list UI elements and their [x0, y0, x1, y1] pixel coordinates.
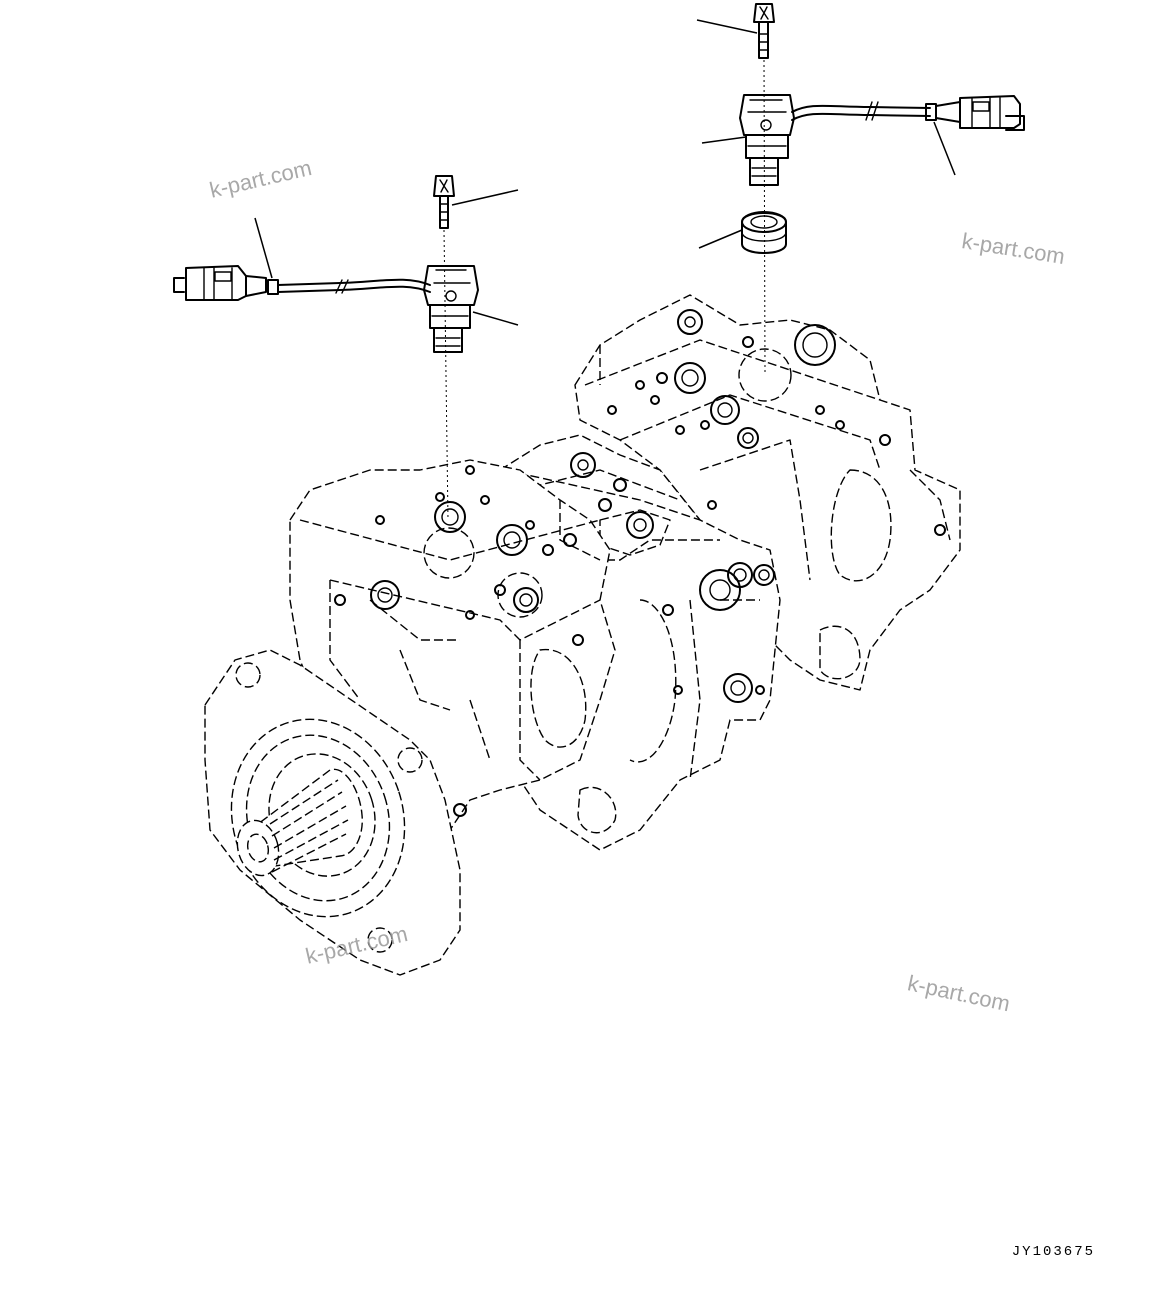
right-sensor-assembly	[696, 3, 1025, 373]
right-bolt-leader	[696, 19, 758, 34]
spacer-leader	[698, 229, 743, 249]
left-pressure-sensor	[423, 265, 479, 353]
hydraulic-pump-body	[204, 294, 961, 976]
left-sensor-harness	[173, 265, 431, 301]
spacer-ring	[741, 211, 787, 254]
left-sensor-leader	[472, 311, 519, 326]
right-pressure-sensor	[739, 94, 795, 186]
left-clamp-leader	[254, 217, 273, 279]
left-sensor-assembly	[173, 175, 519, 521]
right-sensor-harness	[791, 95, 1025, 131]
right-clamp-leader	[933, 121, 956, 176]
right-mounting-bolt	[753, 3, 775, 59]
left-mounting-bolt	[433, 175, 455, 229]
right-sensor-leader	[701, 136, 747, 144]
left-bolt-leader	[451, 189, 519, 206]
drawing-reference-code: JY103675	[1011, 1244, 1095, 1260]
